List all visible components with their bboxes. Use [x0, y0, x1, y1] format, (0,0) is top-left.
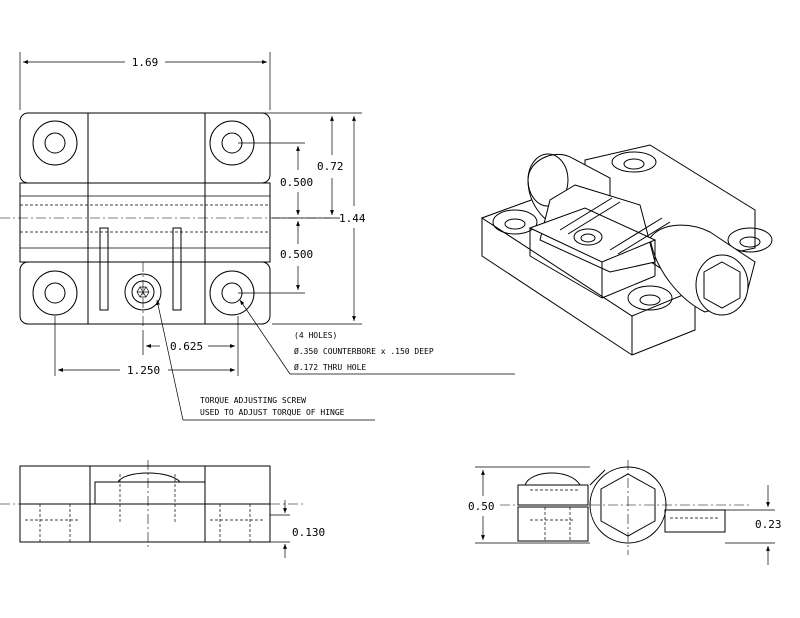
side-view-dimensions: 0.50 0.23 [468, 466, 782, 565]
front-view [0, 460, 305, 548]
isometric-view [480, 144, 773, 356]
mounting-hole [32, 120, 78, 166]
hole-note-count: (4 HOLES) [294, 331, 337, 340]
hole-callout: (4 HOLES) Ø.350 COUNTERBORE x .150 DEEP … [239, 299, 515, 375]
screw-note-description: USED TO ADJUST TORQUE OF HINGE [200, 408, 345, 417]
overall-height-dimension: 1.44 [339, 212, 366, 225]
leaf-thickness-dimension: 0.130 [292, 526, 325, 539]
hole-spacing-dimension: 1.250 [127, 364, 160, 377]
side-view [500, 460, 750, 555]
side-height-dimension: 0.50 [468, 500, 495, 513]
upper-spacing-dimension: 0.500 [280, 176, 313, 189]
screw-callout: TORQUE ADJUSTING SCREW USED TO ADJUST TO… [156, 299, 375, 421]
overall-width-dimension: 1.69 [132, 56, 159, 69]
hole-note-counterbore: Ø.350 COUNTERBORE x .150 DEEP [294, 346, 434, 356]
front-view-dimensions: 0.130 [270, 500, 325, 558]
top-view [0, 112, 330, 328]
hole-note-thru: Ø.172 THRU HOLE [294, 362, 366, 372]
side-offset-dimension: 0.23 [755, 518, 782, 531]
screw-note-title: TORQUE ADJUSTING SCREW [200, 396, 306, 405]
top-view-dimensions: 1.69 0.500 0.500 0.72 1.44 0.625 [19, 52, 366, 377]
mounting-hole [32, 270, 78, 316]
lower-spacing-dimension: 0.500 [280, 248, 313, 261]
screw-offset-dimension: 0.625 [170, 340, 203, 353]
top-height-dimension: 0.72 [317, 160, 344, 173]
